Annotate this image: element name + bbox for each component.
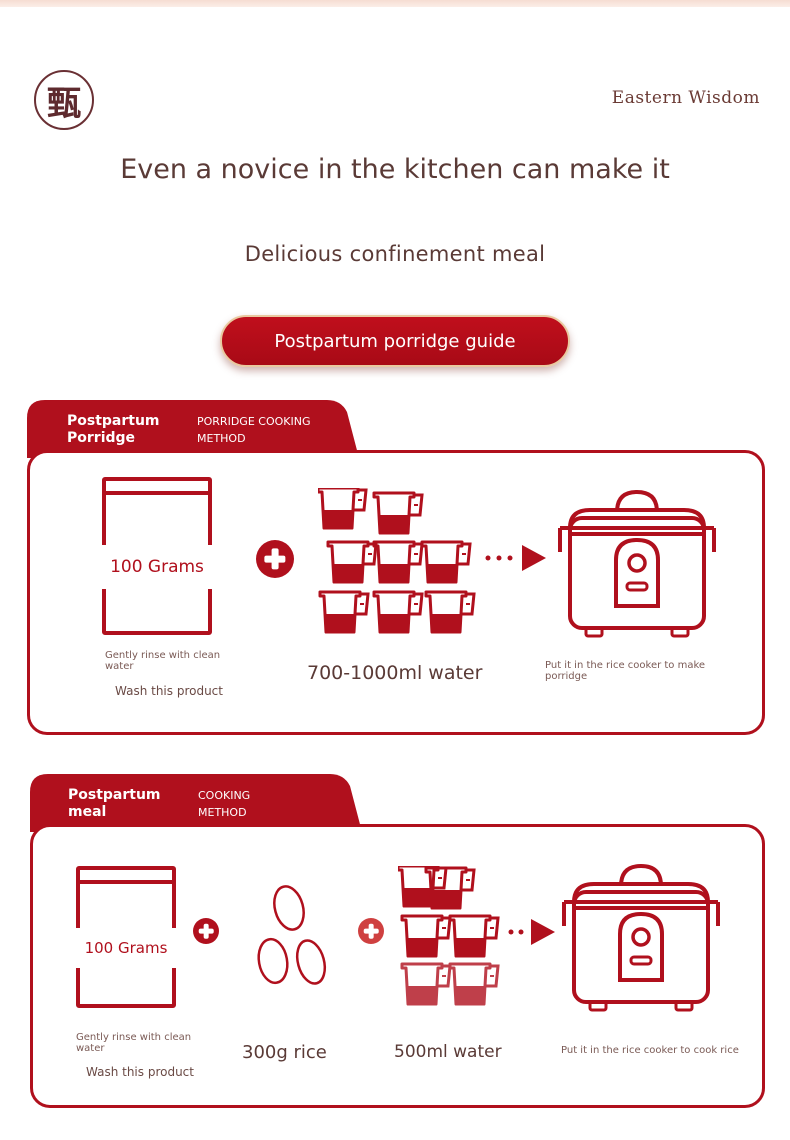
dotted-arrow-icon — [485, 545, 546, 571]
section2-tab-sub-line2: METHOD — [198, 806, 247, 819]
section1-cooker-note-2: porridge — [545, 671, 588, 682]
guide-button[interactable]: Postpartum porridge guide — [220, 315, 570, 367]
section1-rinse-note-2: water — [105, 661, 134, 672]
section1-rinse-note-1: Gently rinse with clean — [105, 650, 221, 661]
section2-tab-sub-line1: COOKING — [198, 789, 251, 802]
product-pack-icon: 100 Grams — [76, 866, 176, 1008]
section2-tab-title-line2: meal — [68, 804, 107, 820]
subheadline: Delicious confinement meal — [244, 242, 546, 266]
rice-cooker-icon — [562, 863, 720, 1012]
measuring-cups-icon — [318, 488, 476, 634]
section2-pack-label: 100 Grams — [76, 928, 176, 968]
section1-pack-label: 100 Grams — [102, 545, 212, 589]
rice-grain-icon — [257, 885, 327, 985]
headline: Even a novice in the kitchen can make it — [120, 154, 670, 185]
rice-cooker-icon — [558, 489, 716, 638]
section1-tab: Postpartum Porridge PORRIDGE COOKING MET… — [27, 400, 362, 458]
section2-cooker-note: Put it in the rice cooker to cook rice — [561, 1045, 739, 1056]
section1-tab-title-line1: Postpartum — [67, 413, 160, 429]
plus-circle-icon — [256, 540, 294, 578]
section2-rinse-note-1: Gently rinse with clean — [76, 1032, 192, 1043]
section2-water-caption: 500ml water — [394, 1042, 502, 1062]
plus-circle-icon — [193, 918, 219, 944]
brand-logo: 甄 — [34, 70, 94, 130]
product-pack-icon: 100 Grams — [102, 477, 212, 635]
dotted-arrow-icon — [508, 919, 555, 945]
section2-rice-caption: 300g rice — [242, 1042, 327, 1063]
section1-wash-caption: Wash this product — [115, 684, 223, 698]
section1-cooker-note-1: Put it in the rice cooker to make — [545, 660, 706, 671]
section2-rinse-note-2: water — [76, 1043, 105, 1054]
section1-tab-title-line2: Porridge — [67, 430, 136, 446]
section1-tab-sub-line2: METHOD — [197, 432, 246, 445]
section2-wash-caption: Wash this product — [86, 1065, 194, 1079]
section1-tab-sub-line1: PORRIDGE COOKING — [197, 415, 311, 428]
section2-tab-title-line1: Postpartum — [68, 787, 161, 803]
section2-tab: Postpartum meal COOKING METHOD — [30, 774, 365, 832]
top-strip — [0, 0, 790, 7]
section1-water-caption: 700-1000ml water — [307, 662, 483, 684]
plus-circle-icon — [358, 918, 384, 944]
measuring-cups-icon — [398, 866, 500, 1006]
brand-name: Eastern Wisdom — [611, 88, 760, 108]
